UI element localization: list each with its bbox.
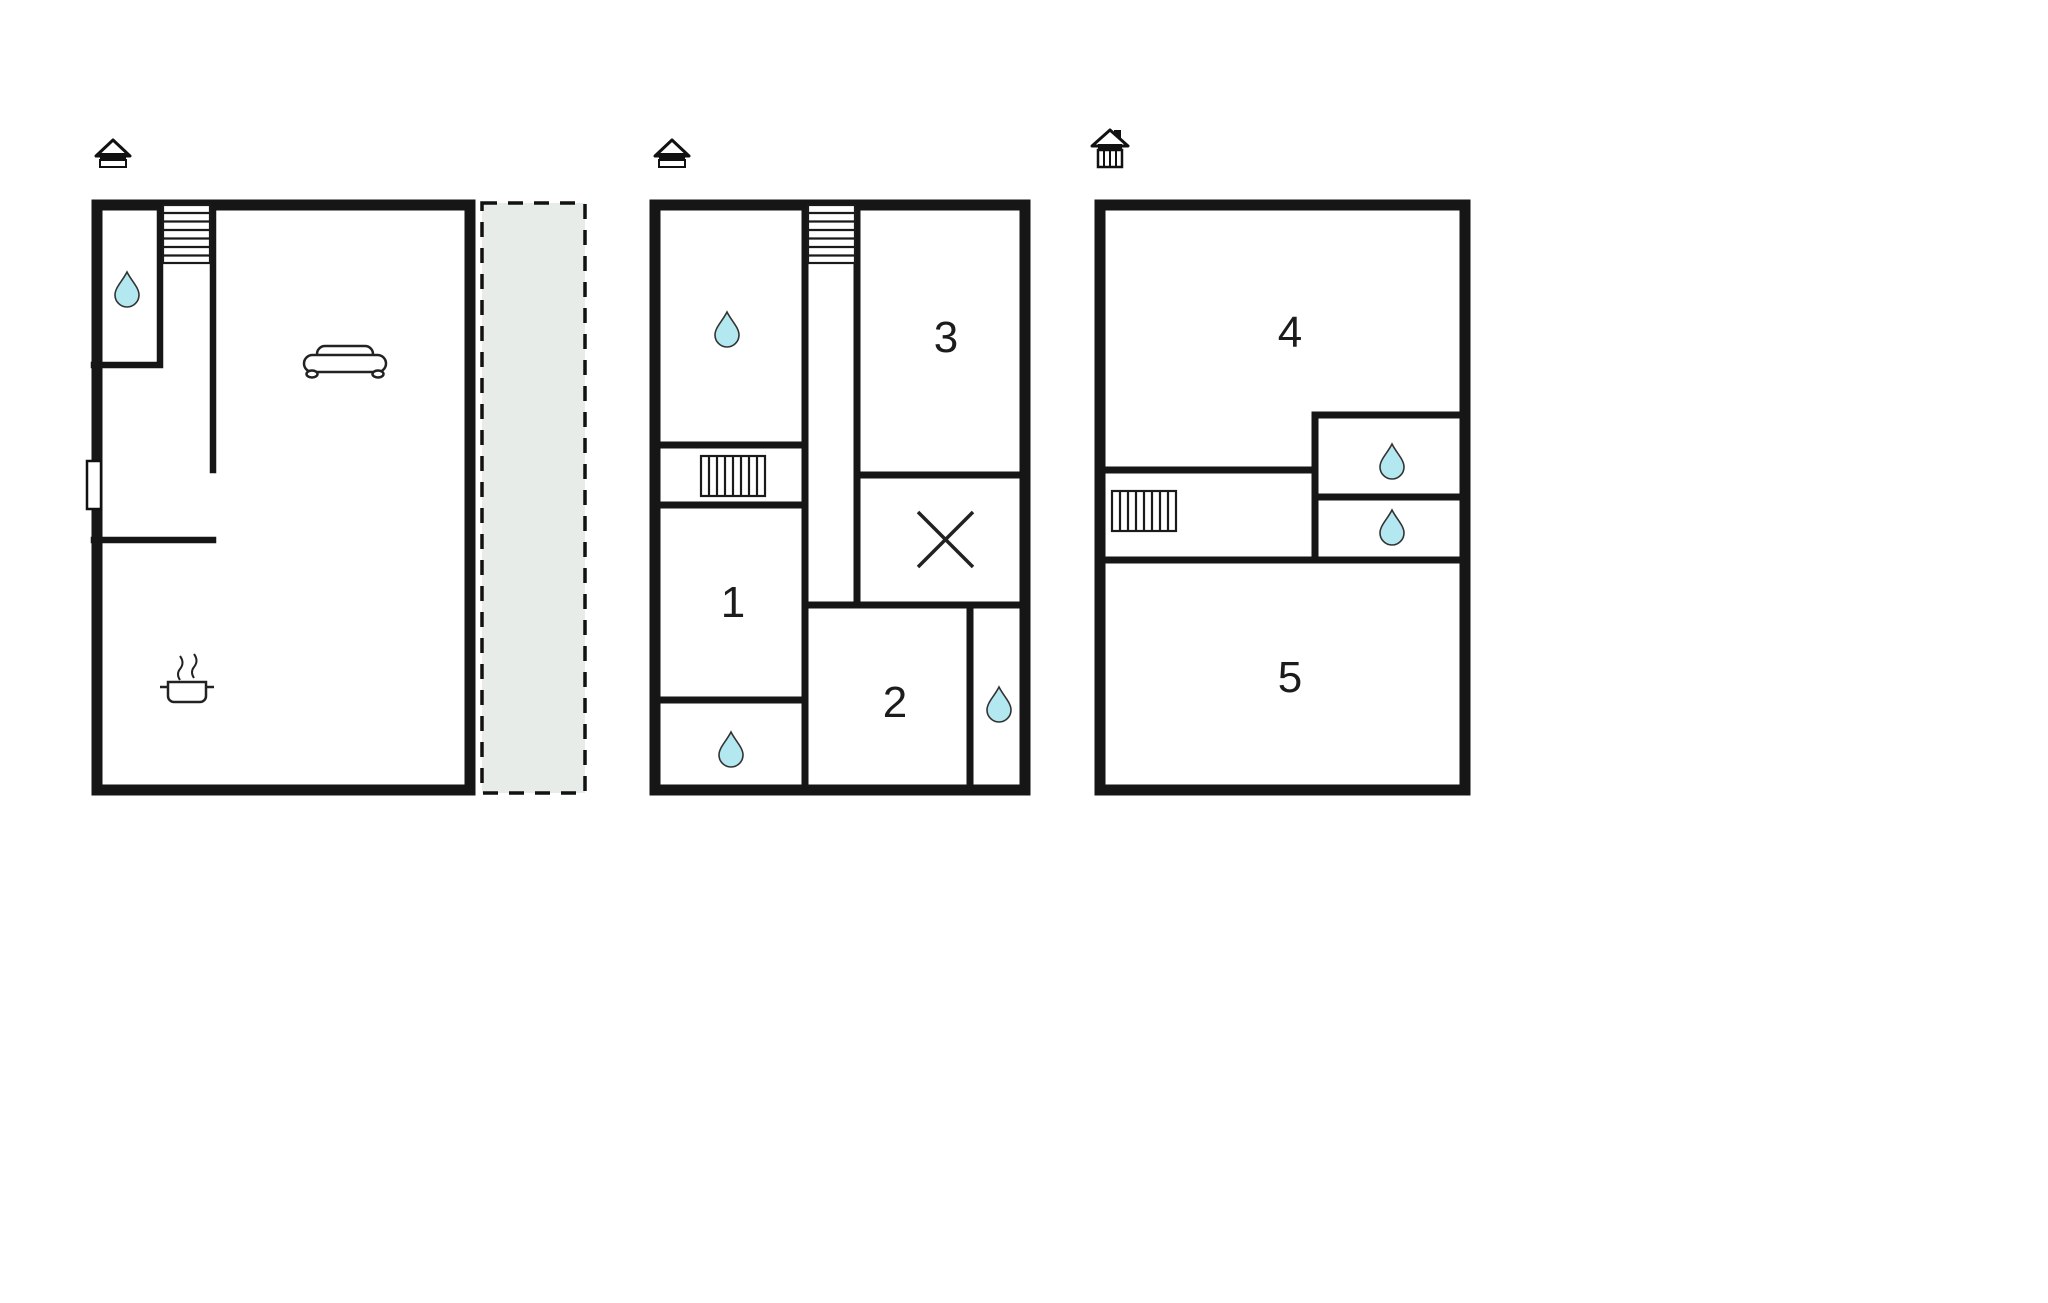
room-labels: 1 2 3 4 5 [721, 308, 1302, 727]
stairs-icon [806, 203, 857, 265]
room-2-label: 2 [883, 678, 907, 727]
stairs-icon [699, 454, 767, 498]
dashed-terrace-strip [480, 201, 587, 795]
room-5-label: 5 [1278, 653, 1302, 702]
stairs-icon [161, 203, 212, 265]
room-1-label: 1 [721, 578, 745, 627]
room-3-label: 3 [934, 313, 958, 362]
door-marker [85, 459, 103, 511]
cooking-pot-icon [160, 653, 214, 704]
unit-b-interior-walls [653, 203, 1027, 793]
unit-a-interior-walls [90, 201, 217, 544]
entrance-house-icon [1090, 128, 1130, 169]
entrance-house-icon [653, 138, 691, 168]
room-4-label: 4 [1278, 308, 1302, 357]
cross-window-icon [916, 510, 975, 569]
stairs-icon [1110, 489, 1178, 533]
floorplan-unit-b [649, 199, 1031, 796]
sofa-icon [302, 344, 388, 379]
unit-b-outer-wall [649, 199, 1031, 796]
floorplan-unit-a [90, 199, 476, 796]
unit-c-interior-walls [1098, 411, 1467, 564]
entrance-house-icon [94, 138, 132, 168]
unit-a-outer-wall [91, 199, 476, 796]
